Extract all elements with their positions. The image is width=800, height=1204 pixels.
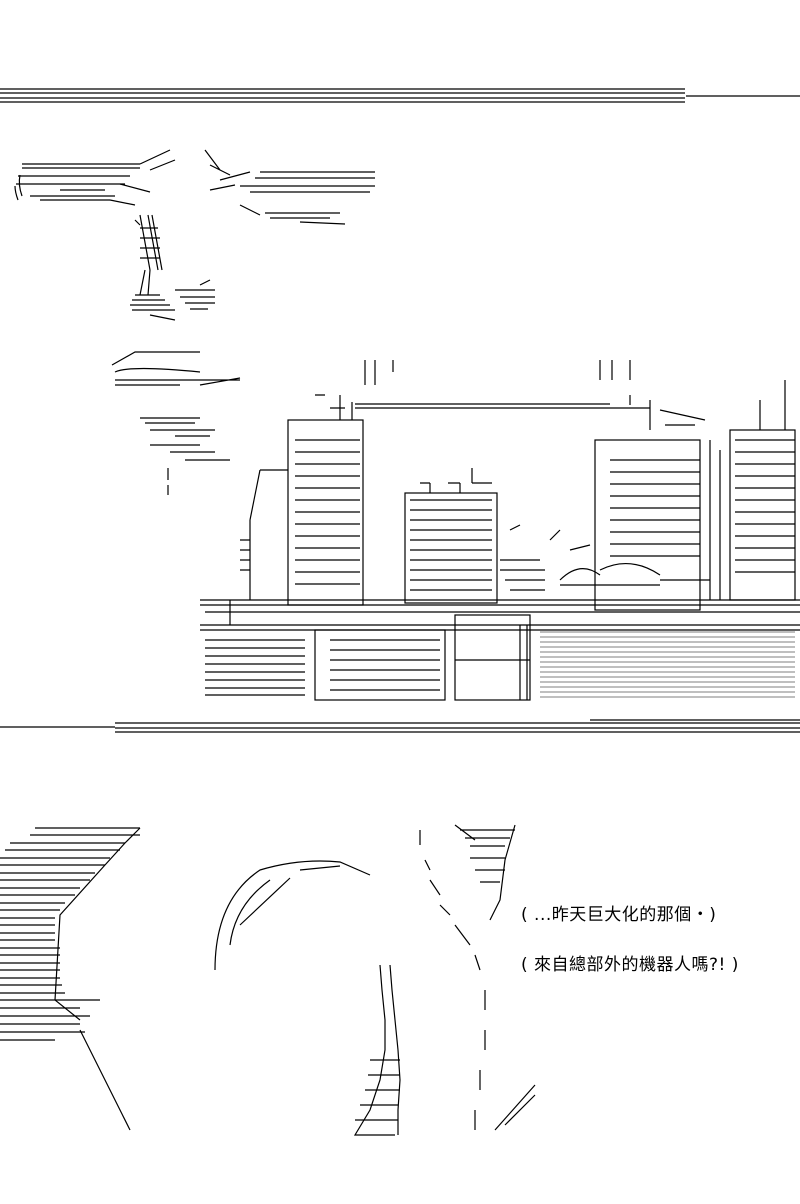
wind-streaks bbox=[111, 351, 241, 495]
flying-figure bbox=[14, 149, 375, 321]
stripes-right bbox=[419, 824, 536, 1131]
dialogue-caption-1: ( ...昨天巨大化的那個・) bbox=[521, 905, 717, 925]
bottom-panel-border bbox=[0, 719, 800, 733]
top-panel-border bbox=[0, 88, 800, 103]
wing-closeup-left bbox=[0, 827, 141, 1131]
dialogue-caption-2: ( 來自總部外的機器人嗎?! ) bbox=[521, 955, 739, 975]
city-skyline bbox=[200, 360, 800, 701]
arm-closeup-center bbox=[214, 860, 401, 1136]
